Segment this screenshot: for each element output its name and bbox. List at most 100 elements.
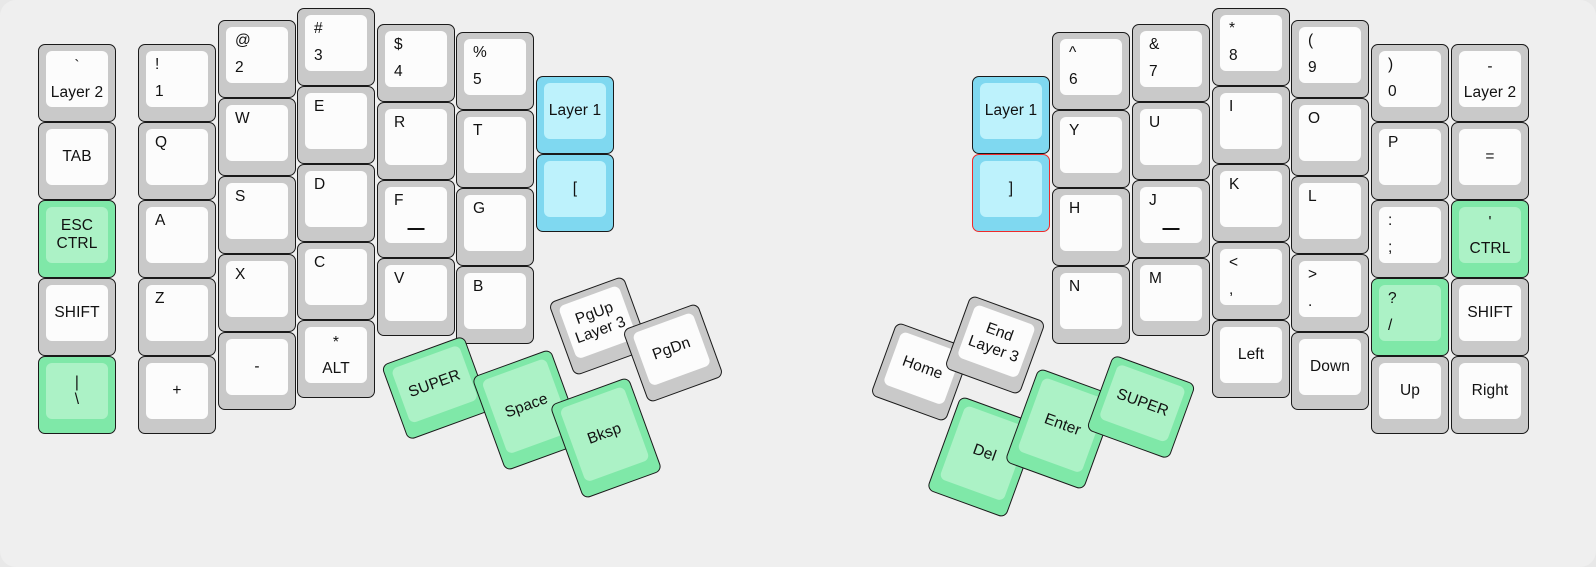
legend-shifted: -	[1487, 58, 1493, 75]
key-n[interactable]: N	[1052, 266, 1130, 344]
key-6-caret[interactable]: ^6	[1052, 32, 1130, 110]
key-u[interactable]: U	[1132, 102, 1210, 180]
key-x[interactable]: X	[218, 254, 296, 332]
legend-word: Layer 2	[50, 84, 104, 102]
key-period-gt[interactable]: >.	[1291, 254, 1369, 332]
legend-top: )	[1388, 56, 1394, 73]
key-ctrl-quote[interactable]: ' CTRL	[1451, 200, 1529, 278]
legend-top: F	[394, 192, 404, 209]
key-s[interactable]: S	[218, 176, 296, 254]
keycap-face: $4	[385, 31, 447, 87]
keycap-face: A	[146, 207, 208, 263]
legend-top: :	[1388, 212, 1393, 229]
legend-word: [	[572, 179, 578, 197]
legend-shifted: '	[1488, 214, 1492, 231]
key-0-paren-close[interactable]: )0	[1371, 44, 1449, 122]
keycap-face: U	[1140, 109, 1202, 165]
legend-word: Layer 1	[548, 101, 602, 119]
key-bracket-left-open[interactable]: [	[536, 154, 614, 232]
keycap-face: [	[544, 161, 606, 217]
key-m[interactable]: M	[1132, 258, 1210, 336]
legend-top: L	[1308, 188, 1317, 205]
key-right-arrow[interactable]: Right	[1451, 356, 1529, 434]
key-layer1-left[interactable]: Layer 1	[536, 76, 614, 154]
key-i[interactable]: I	[1212, 86, 1290, 164]
keycap-face: SHIFT	[1459, 285, 1521, 341]
key-1-exclaim[interactable]: !1	[138, 44, 216, 122]
key-plus[interactable]: +	[138, 356, 216, 434]
legend-top: ?	[1388, 290, 1397, 307]
key-5-percent[interactable]: %5	[456, 32, 534, 110]
key-semicolon[interactable]: :;	[1371, 200, 1449, 278]
key-c[interactable]: C	[297, 242, 375, 320]
keycap-face: I	[1220, 93, 1282, 149]
legend-top: B	[473, 278, 484, 295]
key-tab[interactable]: TAB	[38, 122, 116, 200]
key-p[interactable]: P	[1371, 122, 1449, 200]
key-shift-right[interactable]: SHIFT	[1451, 278, 1529, 356]
keycap-face: ]	[980, 161, 1042, 217]
key-left-arrow[interactable]: Left	[1212, 320, 1290, 398]
key-alt[interactable]: *ALT	[297, 320, 375, 398]
legend-top: V	[394, 270, 405, 287]
key-9-paren-open[interactable]: (9	[1291, 20, 1369, 98]
legend-word: SUPER	[406, 366, 463, 401]
key-2-at[interactable]: @2	[218, 20, 296, 98]
legend-word: SHIFT	[54, 303, 100, 321]
key-layer2-grave[interactable]: `Layer 2	[38, 44, 116, 122]
keycap-face: SHIFT	[46, 285, 108, 341]
keycap-face: >.	[1299, 261, 1361, 317]
key-comma-lt[interactable]: <,	[1212, 242, 1290, 320]
key-a[interactable]: A	[138, 200, 216, 278]
key-up-arrow[interactable]: Up	[1371, 356, 1449, 434]
key-slash-question[interactable]: ?/	[1371, 278, 1449, 356]
key-7-ampersand[interactable]: &7	[1132, 24, 1210, 102]
key-4-dollar[interactable]: $4	[377, 24, 455, 102]
key-o[interactable]: O	[1291, 98, 1369, 176]
legend-top: J	[1149, 192, 1157, 209]
key-q[interactable]: Q	[138, 122, 216, 200]
legend-top: G	[473, 200, 486, 217]
legend-bottom: ,	[1229, 280, 1234, 298]
key-pipe-backslash[interactable]: |\	[38, 356, 116, 434]
keycap-face: ' CTRL	[1459, 207, 1521, 263]
key-8-asterisk[interactable]: *8	[1212, 8, 1290, 86]
legend-top: X	[235, 266, 246, 283]
key-y[interactable]: Y	[1052, 110, 1130, 188]
legend-word: CTRL	[1469, 240, 1511, 258]
key-layer2-minus[interactable]: -Layer 2	[1451, 44, 1529, 122]
legend-word: Home	[900, 352, 946, 383]
key-super-right[interactable]: SUPER	[1085, 354, 1197, 460]
key-j[interactable]: J	[1132, 180, 1210, 258]
key-v[interactable]: V	[377, 258, 455, 336]
key-e[interactable]: E	[297, 86, 375, 164]
key-3-hash[interactable]: #3	[297, 8, 375, 86]
keycap-face: M	[1140, 265, 1202, 321]
legend-bottom: 9	[1308, 58, 1317, 76]
key-r[interactable]: R	[377, 102, 455, 180]
key-h[interactable]: H	[1052, 188, 1130, 266]
key-z[interactable]: Z	[138, 278, 216, 356]
key-g[interactable]: G	[456, 188, 534, 266]
legend-shifted: *	[332, 334, 340, 351]
key-t[interactable]: T	[456, 110, 534, 188]
key-shift-left[interactable]: SHIFT	[38, 278, 116, 356]
key-k[interactable]: K	[1212, 164, 1290, 242]
key-down-arrow[interactable]: Down	[1291, 332, 1369, 410]
key-layer1-right[interactable]: Layer 1	[972, 76, 1050, 154]
keycap-face: ?/	[1379, 285, 1441, 341]
keycap-face: S	[226, 183, 288, 239]
key-w[interactable]: W	[218, 98, 296, 176]
legend-top: N	[1069, 278, 1081, 295]
legend-pipe: |\	[74, 373, 80, 408]
key-minus[interactable]: -	[218, 332, 296, 410]
key-f[interactable]: F	[377, 180, 455, 258]
key-bracket-right-close[interactable]: ]	[972, 154, 1050, 232]
key-d[interactable]: D	[297, 164, 375, 242]
key-equals[interactable]: =	[1451, 122, 1529, 200]
keycap-face: R	[385, 109, 447, 165]
key-l[interactable]: L	[1291, 176, 1369, 254]
key-b[interactable]: B	[456, 266, 534, 344]
